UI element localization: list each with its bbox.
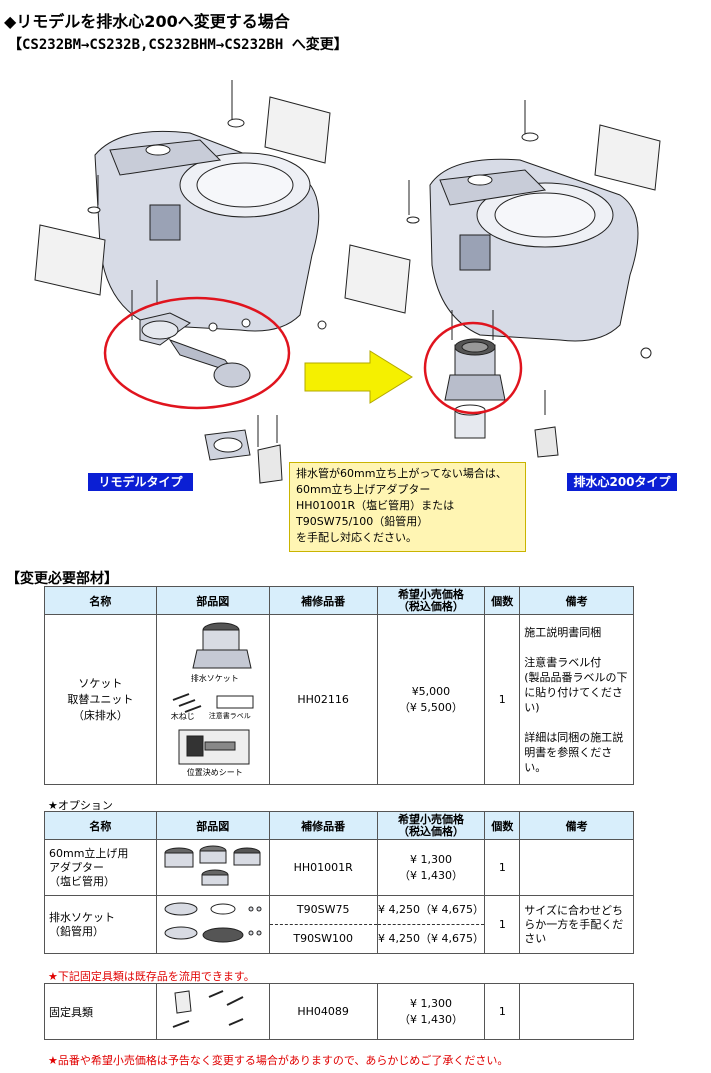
col-remarks: 備考: [519, 811, 634, 840]
part-qty: 1: [484, 614, 521, 785]
col-qty: 個数: [484, 811, 521, 840]
fixing-remarks: [519, 983, 634, 1040]
option-remarks: [519, 839, 634, 896]
change-arrow-icon: [304, 350, 413, 404]
options-table: 名称 部品図 補修品番 希望小売価格 （税込価格） 個数 備考 60mm立上げ用…: [44, 811, 634, 954]
option-part-number: HH01001R: [268, 839, 378, 896]
page-subtitle: 【CS232BM→CS232B,CS232BHM→CS232BH へ変更】: [8, 37, 348, 53]
col-price: 希望小売価格 （税込価格）: [376, 811, 486, 840]
col-name: 名称: [44, 586, 157, 615]
remodel-toilet-drawing: [34, 80, 331, 484]
col-remarks: 備考: [519, 586, 634, 615]
option-name: 60mm立上げ用 アダプター （塩ビ管用）: [44, 839, 157, 896]
caution-label-label: 注意書ラベル: [208, 712, 251, 720]
screw-label: 木ねじ: [170, 712, 195, 721]
positioning-sheet-label: 位置決めシート: [186, 768, 243, 777]
socket-label: 排水ソケット: [190, 674, 239, 683]
socket-unit-figure: [172, 622, 254, 765]
option-prices: ¥ 4,250（¥ 4,675） ¥ 4,250（¥ 4,675）: [376, 895, 486, 954]
part-number: HH02116: [268, 614, 378, 785]
part-number-100: T90SW100: [269, 924, 377, 953]
option-remarks: サイズに合わせどちらか一方を手配ください: [519, 895, 634, 954]
fixing-name: 固定具類: [44, 983, 157, 1040]
fixing-table: 固定具類 HH04089 ¥ 1,300 （¥ 1,430） 1: [44, 983, 634, 1040]
table-row: 60mm立上げ用 アダプター （塩ビ管用） HH01001R ¥ 1,300 （…: [44, 839, 634, 896]
col-qty: 個数: [484, 586, 521, 615]
col-part-no: 補修品番: [268, 811, 378, 840]
fixing-figure: [155, 983, 270, 1040]
fixing-price: ¥ 1,300 （¥ 1,430）: [376, 983, 486, 1040]
part-price: ¥5,000 （¥ 5,500）: [376, 614, 486, 785]
table-row: 固定具類 HH04089 ¥ 1,300 （¥ 1,430） 1: [44, 983, 634, 1040]
footer-note: ★品番や希望小売価格は予告なく変更する場合がありますので、あらかじめご了承くださ…: [48, 1054, 509, 1067]
adapter-figure: [164, 845, 261, 886]
drain200-toilet-drawing: [344, 100, 661, 458]
col-figure: 部品図: [155, 811, 270, 840]
col-part-no: 補修品番: [268, 586, 378, 615]
installation-illustration: [34, 80, 661, 484]
required-parts-title: 【変更必要部材】: [6, 571, 118, 587]
fixing-parts-figure: [172, 990, 244, 1028]
option-price: ¥ 1,300 （¥ 1,430）: [376, 839, 486, 896]
adapter-note: 排水管が60mm立ち上がってない場合は、 60mm立ち上げアダプター HH010…: [289, 462, 526, 552]
col-price: 希望小売価格 （税込価格）: [376, 586, 486, 615]
table-row: ソケット 取替ユニット （床排水） 排水ソケット 木ねじ 注意書ラベル: [44, 614, 634, 785]
option-qty: 1: [484, 839, 521, 896]
fixing-qty: 1: [484, 983, 521, 1040]
option-part-numbers: T90SW75 T90SW100: [268, 895, 378, 954]
price-75: ¥ 4,250（¥ 4,675）: [377, 903, 484, 916]
part-number-75: T90SW75: [296, 903, 350, 916]
remodel-type-label: リモデルタイプ: [88, 473, 193, 491]
lead-socket-figure: [164, 902, 262, 943]
part-name: ソケット 取替ユニット （床排水）: [44, 614, 157, 785]
option-figure: [155, 895, 270, 954]
required-parts-table: 名称 部品図 補修品番 希望小売価格 （税込価格） 個数 備考 ソケット 取替ユ…: [44, 586, 634, 785]
drain200-type-label: 排水心200タイプ: [567, 473, 677, 491]
part-figure: 排水ソケット 木ねじ 注意書ラベル 位置決めシート: [155, 614, 270, 785]
page-title: ◆リモデルを排水心200へ変更する場合: [4, 12, 290, 31]
part-remarks: 施工説明書同梱 注意書ラベル付 (製品品番ラベルの下に貼り付けてください) 詳細…: [519, 614, 634, 785]
fixing-part-number: HH04089: [268, 983, 378, 1040]
option-figure: [155, 839, 270, 896]
option-name: 排水ソケット （鉛管用）: [44, 895, 157, 954]
col-figure: 部品図: [155, 586, 270, 615]
fixing-note: ★下記固定具類は既存品を流用できます。: [48, 970, 255, 983]
table-row: 排水ソケット （鉛管用） T90SW75 T90SW100 ¥ 4,250（¥ …: [44, 895, 634, 954]
option-qty: 1: [484, 895, 521, 954]
col-name: 名称: [44, 811, 157, 840]
options-title: ★オプション: [48, 799, 113, 812]
price-100: ¥ 4,250（¥ 4,675）: [377, 924, 485, 953]
remodel-highlight-circle: [103, 296, 291, 410]
drain200-highlight-circle: [423, 321, 523, 415]
